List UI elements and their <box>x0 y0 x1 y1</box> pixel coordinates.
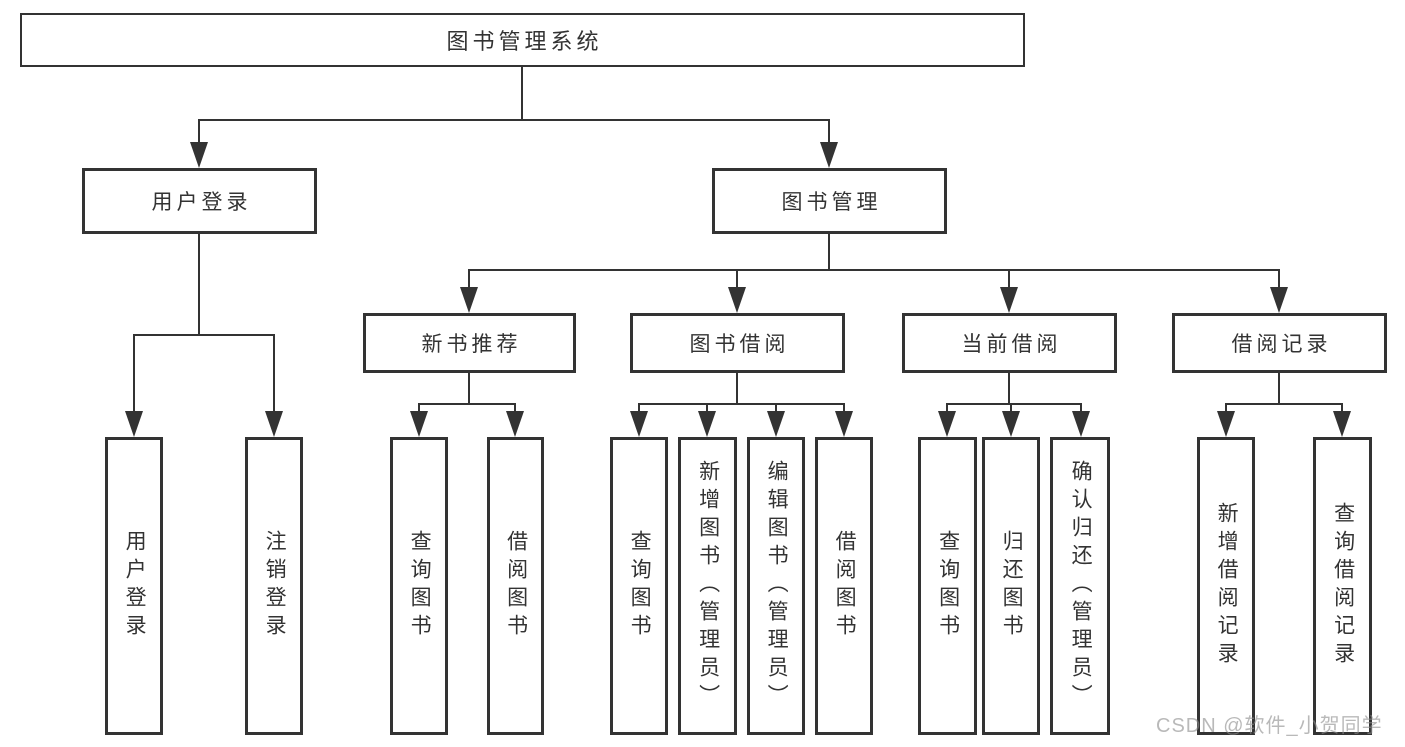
connector-current-splitter <box>946 403 1082 405</box>
connector-current-child1 <box>946 403 948 417</box>
connector-records-child1 <box>1225 403 1227 417</box>
node-root: 图书管理系统 <box>20 13 1025 67</box>
arrowhead-borrow-child2 <box>698 411 716 437</box>
leaf-newbook-query-book: 查询图书 <box>390 437 448 735</box>
leaf-borrow-borrow-book: 借阅图书 <box>815 437 873 735</box>
node-new-book-recommendation: 新书推荐 <box>363 313 576 373</box>
connector-newbook-splitter <box>418 403 516 405</box>
connector-borrow-child2 <box>706 403 708 417</box>
leaf-user-login: 用户登录 <box>105 437 163 735</box>
leaf-borrow-add-book-admin: 新增图书（管理员） <box>678 437 737 735</box>
connector-current-child2 <box>1010 403 1012 417</box>
arrowhead-to-new-book <box>460 287 478 313</box>
connector-to-current-borrowing <box>1008 269 1010 291</box>
leaf-borrow-edit-book-admin: 编辑图书（管理员） <box>747 437 805 735</box>
arrowhead-newbook-child1 <box>410 411 428 437</box>
arrowhead-newbook-child2 <box>506 411 524 437</box>
connector-borrow-stem <box>736 373 738 405</box>
connector-newbook-stem <box>468 373 470 405</box>
arrowhead-to-leaf-user-login <box>125 411 143 437</box>
connector-records-child2 <box>1341 403 1343 417</box>
connector-records-splitter <box>1225 403 1343 405</box>
arrowhead-to-borrowing-records <box>1270 287 1288 313</box>
connector-to-new-book <box>468 269 470 291</box>
connector-to-leaf-logout <box>273 334 275 415</box>
leaf-current-return-book: 归还图书 <box>982 437 1040 735</box>
node-book-borrowing: 图书借阅 <box>630 313 845 373</box>
arrowhead-current-child1 <box>938 411 956 437</box>
arrowhead-borrow-child1 <box>630 411 648 437</box>
connector-records-stem <box>1278 373 1280 405</box>
connector-book-management-stem <box>828 234 830 271</box>
connector-to-book-borrowing <box>736 269 738 291</box>
connector-current-stem <box>1008 373 1010 405</box>
arrowhead-to-book-borrowing <box>728 287 746 313</box>
leaf-current-query-book: 查询图书 <box>918 437 977 735</box>
connector-level2-bus <box>198 119 830 121</box>
connector-borrow-child4 <box>843 403 845 417</box>
leaf-records-query-record: 查询借阅记录 <box>1313 437 1372 735</box>
connector-to-leaf-user-login <box>133 334 135 415</box>
node-user-login: 用户登录 <box>82 168 317 234</box>
arrowhead-borrow-child4 <box>835 411 853 437</box>
arrowhead-records-child1 <box>1217 411 1235 437</box>
leaf-current-confirm-return-admin: 确认归还（管理员） <box>1050 437 1110 735</box>
arrowhead-to-book-management <box>820 142 838 168</box>
connector-to-user-login <box>198 119 200 146</box>
arrowhead-to-current-borrowing <box>1000 287 1018 313</box>
leaf-newbook-borrow-book: 借阅图书 <box>487 437 544 735</box>
connector-root-stem <box>521 67 523 120</box>
arrowhead-current-child3 <box>1072 411 1090 437</box>
connector-borrow-child1 <box>638 403 640 417</box>
connector-borrow-child3 <box>775 403 777 417</box>
connector-borrow-splitter <box>638 403 845 405</box>
leaf-records-add-record: 新增借阅记录 <box>1197 437 1255 735</box>
node-current-borrowing: 当前借阅 <box>902 313 1117 373</box>
connector-newbook-child1 <box>418 403 420 417</box>
arrowhead-to-user-login <box>190 142 208 168</box>
arrowhead-records-child2 <box>1333 411 1351 437</box>
connector-user-login-splitter <box>133 334 275 336</box>
leaf-borrow-query-book: 查询图书 <box>610 437 668 735</box>
connector-to-borrowing-records <box>1278 269 1280 291</box>
arrowhead-borrow-child3 <box>767 411 785 437</box>
node-borrowing-records: 借阅记录 <box>1172 313 1387 373</box>
arrowhead-to-leaf-logout <box>265 411 283 437</box>
connector-level3-bus <box>468 269 1280 271</box>
node-book-management: 图书管理 <box>712 168 947 234</box>
connector-to-book-management <box>828 119 830 146</box>
connector-current-child3 <box>1080 403 1082 417</box>
connector-user-login-stem <box>198 234 200 335</box>
leaf-logout: 注销登录 <box>245 437 303 735</box>
arrowhead-current-child2 <box>1002 411 1020 437</box>
connector-newbook-child2 <box>514 403 516 417</box>
csdn-watermark: CSDN @软件_小贺同学 <box>1156 715 1383 737</box>
